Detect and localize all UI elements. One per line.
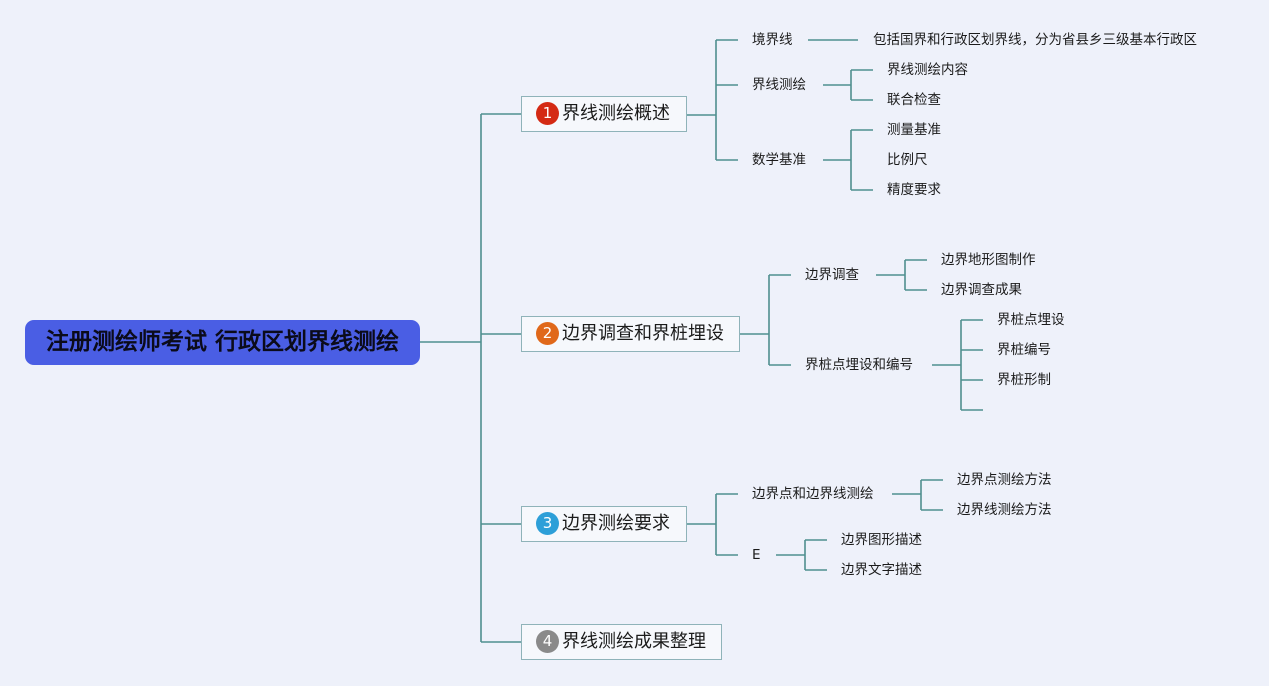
leaf-topic[interactable]: 界线测绘内容 bbox=[887, 62, 968, 78]
subtopic-e[interactable]: E bbox=[752, 547, 761, 563]
branch-label: 界线测绘概述 bbox=[562, 103, 670, 124]
number-badge-2-icon: 2 bbox=[536, 322, 559, 345]
leaf-topic[interactable]: 边界点测绘方法 bbox=[957, 472, 1052, 488]
leaf-topic[interactable]: 包括国界和行政区划界线，分为省县乡三级基本行政区 bbox=[873, 32, 1197, 48]
branch-label: 界线测绘成果整理 bbox=[562, 631, 706, 652]
number-badge-4-icon: 4 bbox=[536, 630, 559, 653]
subtopic-math-datum[interactable]: 数学基准 bbox=[752, 152, 806, 168]
number-badge-1-icon: 1 bbox=[536, 102, 559, 125]
root-topic[interactable]: 注册测绘师考试 行政区划界线测绘 bbox=[25, 320, 420, 365]
leaf-topic[interactable]: 联合检查 bbox=[887, 92, 941, 108]
leaf-topic[interactable]: 界桩编号 bbox=[997, 342, 1051, 358]
leaf-topic[interactable]: 边界地形图制作 bbox=[941, 252, 1036, 268]
subtopic-marker-burial[interactable]: 界桩点埋设和编号 bbox=[805, 357, 913, 373]
branch-topic-3[interactable]: 3 边界测绘要求 bbox=[521, 506, 687, 542]
branch-topic-4[interactable]: 4 界线测绘成果整理 bbox=[521, 624, 722, 660]
leaf-topic[interactable]: 边界线测绘方法 bbox=[957, 502, 1052, 518]
leaf-topic[interactable]: 测量基准 bbox=[887, 122, 941, 138]
subtopic-boundary-survey[interactable]: 界线测绘 bbox=[752, 77, 806, 93]
leaf-topic[interactable]: 精度要求 bbox=[887, 182, 941, 198]
subtopic-boundary-line[interactable]: 境界线 bbox=[752, 32, 793, 48]
number-badge-3-icon: 3 bbox=[536, 512, 559, 535]
branch-topic-1[interactable]: 1 界线测绘概述 bbox=[521, 96, 687, 132]
leaf-topic[interactable]: 边界图形描述 bbox=[841, 532, 922, 548]
branch-topic-2[interactable]: 2 边界调查和界桩埋设 bbox=[521, 316, 740, 352]
leaf-topic[interactable]: 比例尺 bbox=[887, 152, 928, 168]
leaf-topic[interactable]: 边界调查成果 bbox=[941, 282, 1022, 298]
leaf-topic[interactable]: 界桩形制 bbox=[997, 372, 1051, 388]
subtopic-point-line-survey[interactable]: 边界点和边界线测绘 bbox=[752, 486, 874, 502]
leaf-topic[interactable]: 边界文字描述 bbox=[841, 562, 922, 578]
branch-label: 边界调查和界桩埋设 bbox=[562, 323, 724, 344]
leaf-topic[interactable]: 界桩点埋设 bbox=[997, 312, 1065, 328]
branch-label: 边界测绘要求 bbox=[562, 513, 670, 534]
subtopic-boundary-investigation[interactable]: 边界调查 bbox=[805, 267, 859, 283]
